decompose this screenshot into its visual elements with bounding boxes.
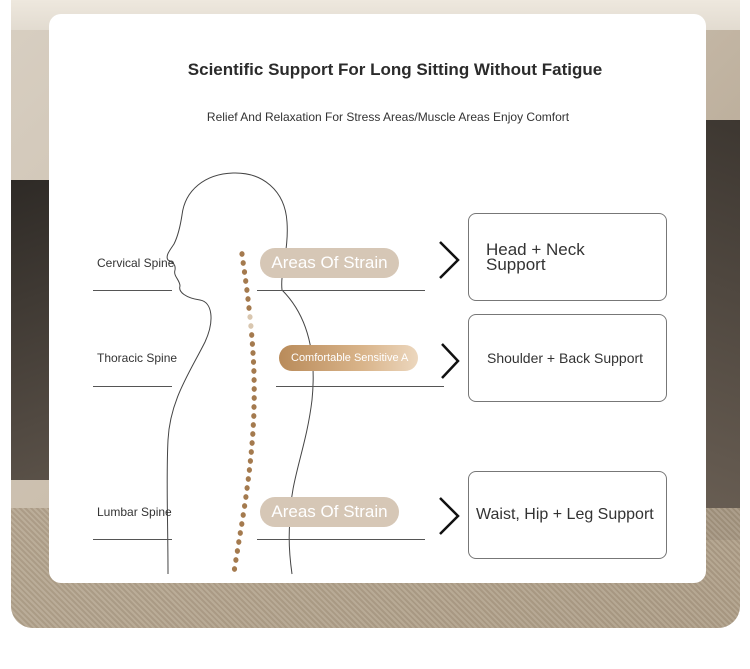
spine-dot	[250, 350, 256, 356]
spine-dot	[250, 422, 256, 428]
spine-dot	[246, 467, 252, 473]
lumbar-spine-label: Lumbar Spine	[97, 505, 172, 519]
floor-shadow-left	[11, 180, 51, 480]
divider	[257, 290, 425, 291]
support-label: Waist, Hip + Leg Support	[476, 506, 654, 523]
shoulder-back-support-box: Shoulder + Back Support	[468, 314, 667, 402]
spine-dot	[239, 521, 245, 527]
spine-dot	[246, 305, 252, 311]
head-neck-support-box: Head + Neck Support	[468, 213, 667, 301]
chevron-right-icon	[439, 241, 460, 279]
support-label: Head + Neck Support	[486, 240, 585, 274]
spine-dot	[240, 260, 246, 266]
spine-dot	[251, 386, 257, 392]
floor-shadow-right	[704, 120, 740, 540]
spine-dot	[250, 431, 256, 437]
divider	[93, 386, 172, 387]
divider	[276, 386, 444, 387]
spine-dot	[239, 251, 245, 257]
support-label: Shoulder + Back Support	[487, 350, 644, 366]
spine-dot	[243, 494, 249, 500]
spine-dot	[236, 539, 242, 545]
spine-dot	[243, 278, 249, 284]
spine-dots	[231, 251, 257, 572]
cervical-spine-label: Cervical Spine	[97, 256, 175, 270]
spine-dot	[242, 503, 248, 509]
strain-pill-lumbar: Areas Of Strain	[260, 497, 399, 527]
spine-dot	[251, 404, 257, 410]
sensitive-pill-thoracic: Comfortable Sensitive A	[279, 345, 418, 371]
spine-dot	[251, 368, 257, 374]
spine-dot	[237, 530, 243, 536]
page-title: Scientific Support For Long Sitting With…	[187, 60, 603, 79]
spine-dot	[245, 476, 251, 482]
spine-dot	[251, 395, 257, 401]
spine-dot	[240, 512, 246, 518]
chevron-right-icon	[441, 343, 460, 379]
spine-dot	[245, 296, 251, 302]
spine-dot	[247, 458, 253, 464]
spine-dot	[248, 323, 254, 329]
thoracic-spine-label: Thoracic Spine	[97, 351, 178, 365]
body-outline-front	[166, 172, 234, 575]
spine-dot	[234, 548, 240, 554]
spine-dot	[249, 440, 255, 446]
spine-dot	[248, 449, 254, 455]
waist-hip-leg-support-box: Waist, Hip + Leg Support	[468, 471, 667, 559]
spine-dot	[249, 332, 255, 338]
spine-dot	[249, 341, 255, 347]
spine-dot	[244, 287, 250, 293]
spine-dot	[233, 557, 239, 563]
divider	[93, 539, 172, 540]
page-subtitle: Relief And Relaxation For Stress Areas/M…	[206, 110, 570, 124]
spine-dot	[247, 314, 253, 320]
divider	[93, 290, 172, 291]
strain-pill-cervical: Areas Of Strain	[260, 248, 399, 278]
spine-dot	[241, 269, 248, 275]
spine-dot	[251, 413, 257, 419]
divider	[257, 539, 425, 540]
spine-dot	[250, 359, 257, 365]
spine-dot	[231, 566, 238, 572]
chevron-right-icon	[439, 497, 460, 535]
spine-dot	[251, 377, 257, 383]
spine-dot	[244, 485, 250, 491]
